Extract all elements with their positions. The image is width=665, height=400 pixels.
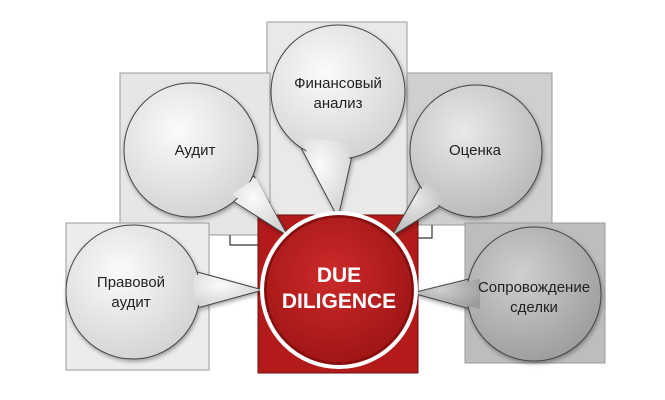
node-label-legal-line2: аудит <box>111 294 150 311</box>
bubble-audit <box>123 82 289 237</box>
center-label-line2: DILIGENCE <box>282 290 396 313</box>
node-label-deal-line1: Сопровождение <box>478 279 590 296</box>
node-label-audit: Аудит <box>175 142 216 159</box>
bubble-valuation <box>391 84 543 237</box>
bubble-legal <box>65 224 265 360</box>
node-label-deal-line2: сделки <box>510 299 558 316</box>
node-label-legal-line1: Правовой <box>97 274 165 291</box>
node-label-financial-line2: анализ <box>314 95 363 112</box>
bubble-financial <box>270 24 406 220</box>
bubble-deal <box>410 226 602 362</box>
center-circle <box>260 211 418 369</box>
center-label-line1: DUE <box>317 264 361 287</box>
node-label-valuation: Оценка <box>449 142 502 159</box>
node-label-financial-line1: Финансовый <box>294 75 382 92</box>
